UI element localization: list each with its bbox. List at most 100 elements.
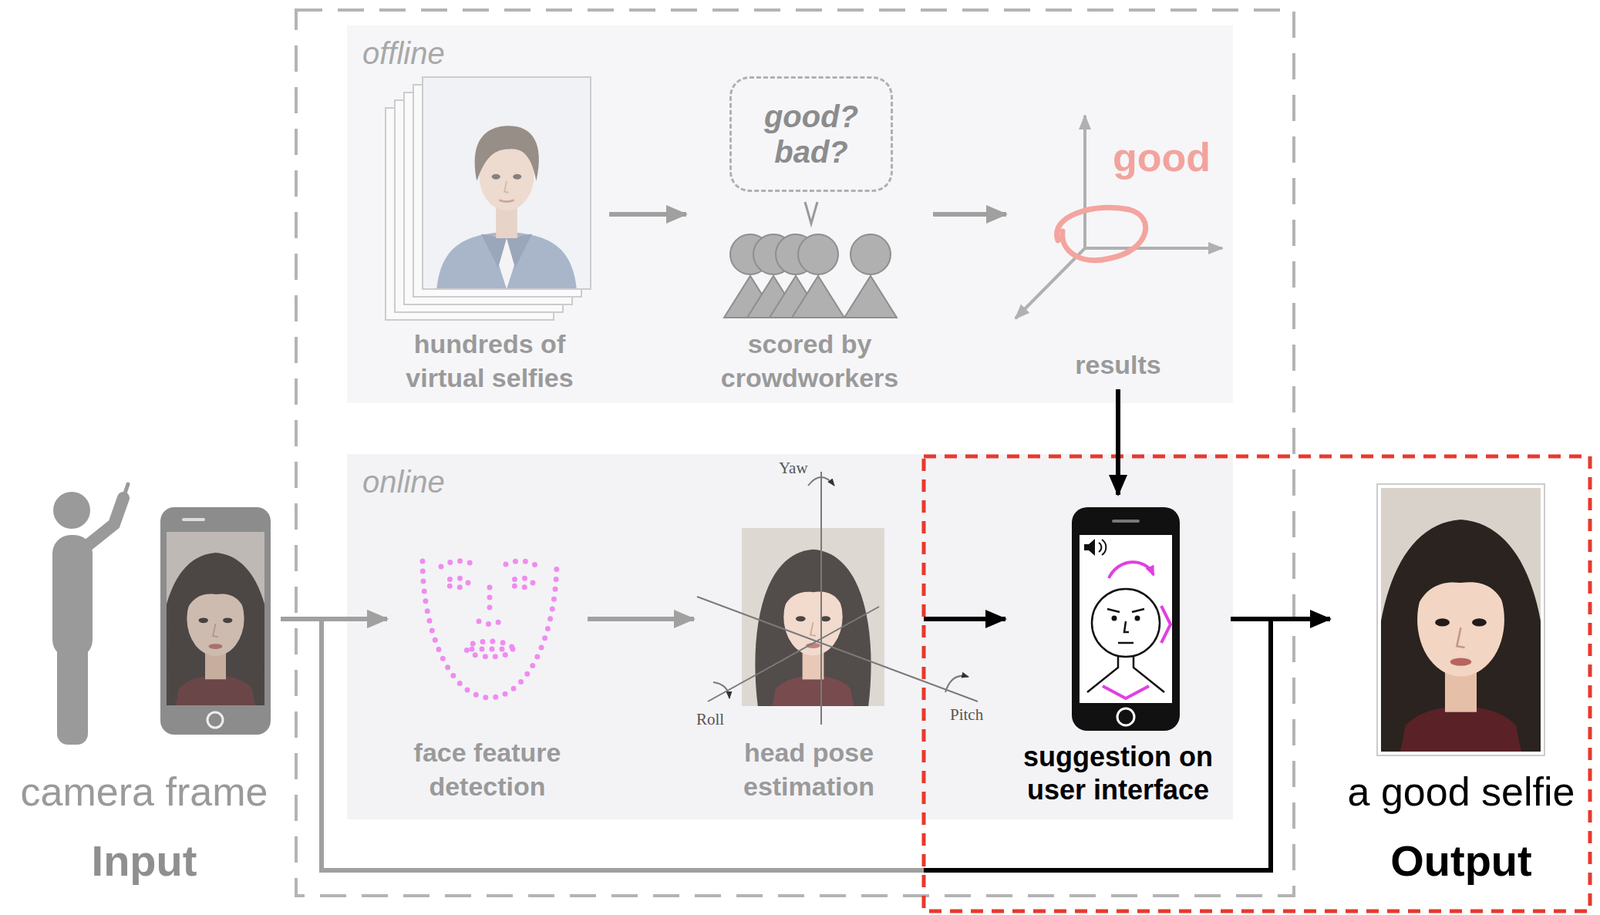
phone-interface <box>1161 606 1171 644</box>
head-pose-photo <box>741 528 885 707</box>
speech-bubble: good? bad? <box>729 76 893 192</box>
bubble-text: good? bad? <box>753 98 870 170</box>
input-phone <box>146 532 286 706</box>
crowdworker-icons <box>791 276 845 318</box>
region-label: good <box>1112 135 1211 180</box>
pose-axes <box>808 477 835 486</box>
phone-interface <box>1091 589 1160 657</box>
step-label: results <box>1074 347 1162 382</box>
input-phone <box>207 712 223 728</box>
selfie-stack-illustration <box>421 77 592 290</box>
crowdworker-icons <box>850 234 891 275</box>
input-phone <box>181 518 206 522</box>
pose-axes <box>820 471 822 725</box>
phone-interface <box>1117 708 1135 726</box>
phone-interface <box>1098 539 1106 556</box>
output-photo <box>1355 484 1567 756</box>
axis-label: Roll <box>696 710 725 729</box>
offline-panel: offline hundreds of virtual selfies scored… <box>346 25 1233 404</box>
crowdworker-icons <box>798 234 839 275</box>
connector-layer <box>280 214 1331 871</box>
system-boundary <box>296 10 1294 896</box>
input-phone <box>146 507 286 735</box>
figure-caption: camera frame <box>20 768 269 816</box>
phone-interface <box>1079 535 1173 704</box>
output-photo <box>1355 488 1567 752</box>
panel-title: online <box>362 463 445 501</box>
output-photo: a good selfieOutput <box>1330 481 1593 887</box>
axis-label: Yaw <box>778 459 809 478</box>
user-figure <box>52 484 128 745</box>
process-step: head pose estimation <box>693 462 924 810</box>
pose-axes <box>945 676 969 693</box>
phone-suggestion: suggestion on user interface <box>1005 495 1231 810</box>
flow-arrow <box>1115 389 1121 496</box>
face-landmarks <box>511 578 533 588</box>
flow-arrow <box>587 616 694 622</box>
user-figure <box>83 498 124 550</box>
flow-arrow <box>609 212 687 217</box>
phone-interface <box>1087 656 1165 693</box>
pose-axes <box>713 682 730 699</box>
panel-background <box>346 25 1233 820</box>
crowdworker-group: scored by crowdworkers good? bad? <box>686 69 934 401</box>
phone-interface <box>1102 686 1149 699</box>
phone-interface <box>1107 609 1145 644</box>
phone-interface <box>1108 562 1154 579</box>
phone-interface <box>1071 507 1180 731</box>
face-landmarks <box>446 578 469 588</box>
flow-arrow <box>321 619 1271 871</box>
user-figure <box>57 632 88 745</box>
selfie-stack: hundreds of virtual selfies <box>370 77 610 401</box>
face-landmarks <box>441 561 474 567</box>
user-figure <box>53 491 91 529</box>
online-panel: online face feature detection head pose es… <box>346 454 1233 820</box>
focus-region <box>923 456 1590 912</box>
flow-arrow <box>933 212 1007 217</box>
process-step: face feature detection <box>387 462 588 810</box>
speech-tail <box>805 202 818 224</box>
pose-axes <box>707 606 880 702</box>
results-axes <box>1084 246 1223 250</box>
input-phone <box>146 532 286 706</box>
phone-interface <box>1084 538 1095 556</box>
phone-interface <box>1071 507 1180 731</box>
step-label: face feature detection <box>390 735 584 804</box>
phone-interface <box>1111 519 1140 523</box>
results-axes <box>1083 115 1087 249</box>
panel-background <box>346 25 1233 404</box>
face-landmarks <box>466 641 513 657</box>
step-label: hundreds of virtual selfies <box>393 326 587 395</box>
selfie-stack-illustration <box>385 77 592 320</box>
step-label: scored by crowdworkers <box>713 326 907 395</box>
input-figure: camera frameInput <box>7 485 281 887</box>
user-figure <box>123 484 128 499</box>
section-heading: Output <box>1390 835 1532 887</box>
good-region <box>1056 207 1146 260</box>
panel-background <box>346 454 1233 820</box>
flow-arrow <box>923 616 1006 622</box>
face-landmarks <box>422 561 557 698</box>
face-landmarks <box>478 621 501 625</box>
head-pose-photo <box>741 528 885 707</box>
pose-axes <box>697 596 978 702</box>
pose-axes <box>697 471 978 725</box>
face-landmarks <box>505 561 539 567</box>
crowdworker-icons <box>844 276 897 318</box>
face-landmarks <box>487 587 493 616</box>
phone-interface <box>1135 616 1141 622</box>
face-landmarks <box>471 646 508 653</box>
face-landmarks <box>422 561 557 698</box>
step-label: head pose estimation <box>712 735 906 804</box>
section-heading: Input <box>91 835 198 887</box>
panel-title: offline <box>362 34 445 72</box>
step-label: suggestion on user interface <box>1013 740 1223 807</box>
results-axes <box>1015 115 1223 319</box>
results-axes <box>1015 248 1085 319</box>
axis-label: Pitch <box>949 706 984 725</box>
selfie-stack-illustration <box>422 77 591 290</box>
crowdworker-icons <box>724 234 897 318</box>
figure-caption: a good selfie <box>1347 768 1576 816</box>
phone-interface <box>1111 616 1118 622</box>
